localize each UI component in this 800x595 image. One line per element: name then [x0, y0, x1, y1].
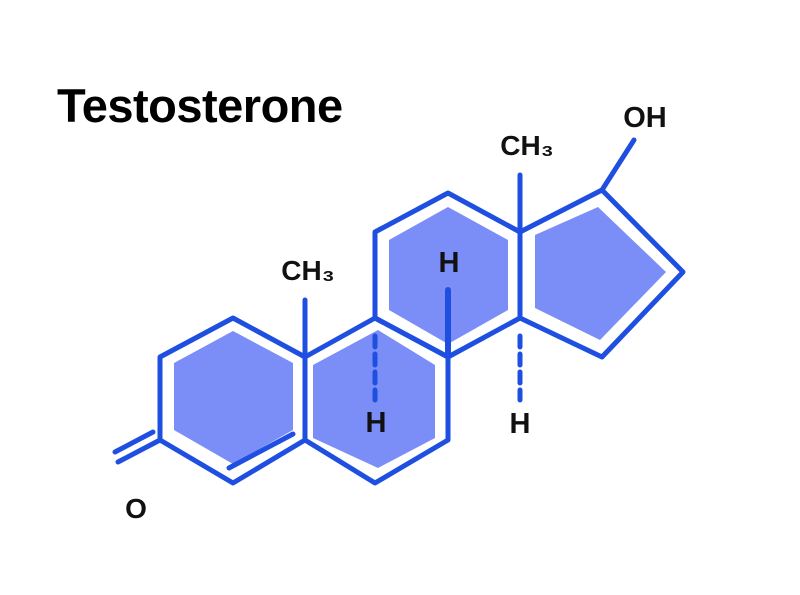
carbonyl-bond-1: [115, 437, 163, 465]
carbonyl-bond-2: [112, 429, 156, 455]
ring-d-fill: [535, 207, 666, 340]
methyl-label-c13: CH₃: [500, 130, 553, 161]
hydroxyl-bond: [599, 137, 637, 193]
hydroxyl-label: OH: [623, 102, 667, 134]
ring-a-fill: [174, 331, 293, 464]
oxygen-label: O: [125, 493, 147, 524]
molecule-title: Testosterone: [57, 79, 343, 132]
hydrogen-label-c9: H: [366, 407, 387, 439]
hydrogen-label-c8: H: [439, 247, 460, 279]
methyl-label-c10: CH₃: [281, 255, 334, 286]
ring-a-double-bond: [226, 431, 296, 471]
ring-d-bonds: [517, 187, 686, 360]
ring-c-fill: [389, 207, 508, 344]
hydrogen-label-c14: H: [510, 408, 531, 440]
